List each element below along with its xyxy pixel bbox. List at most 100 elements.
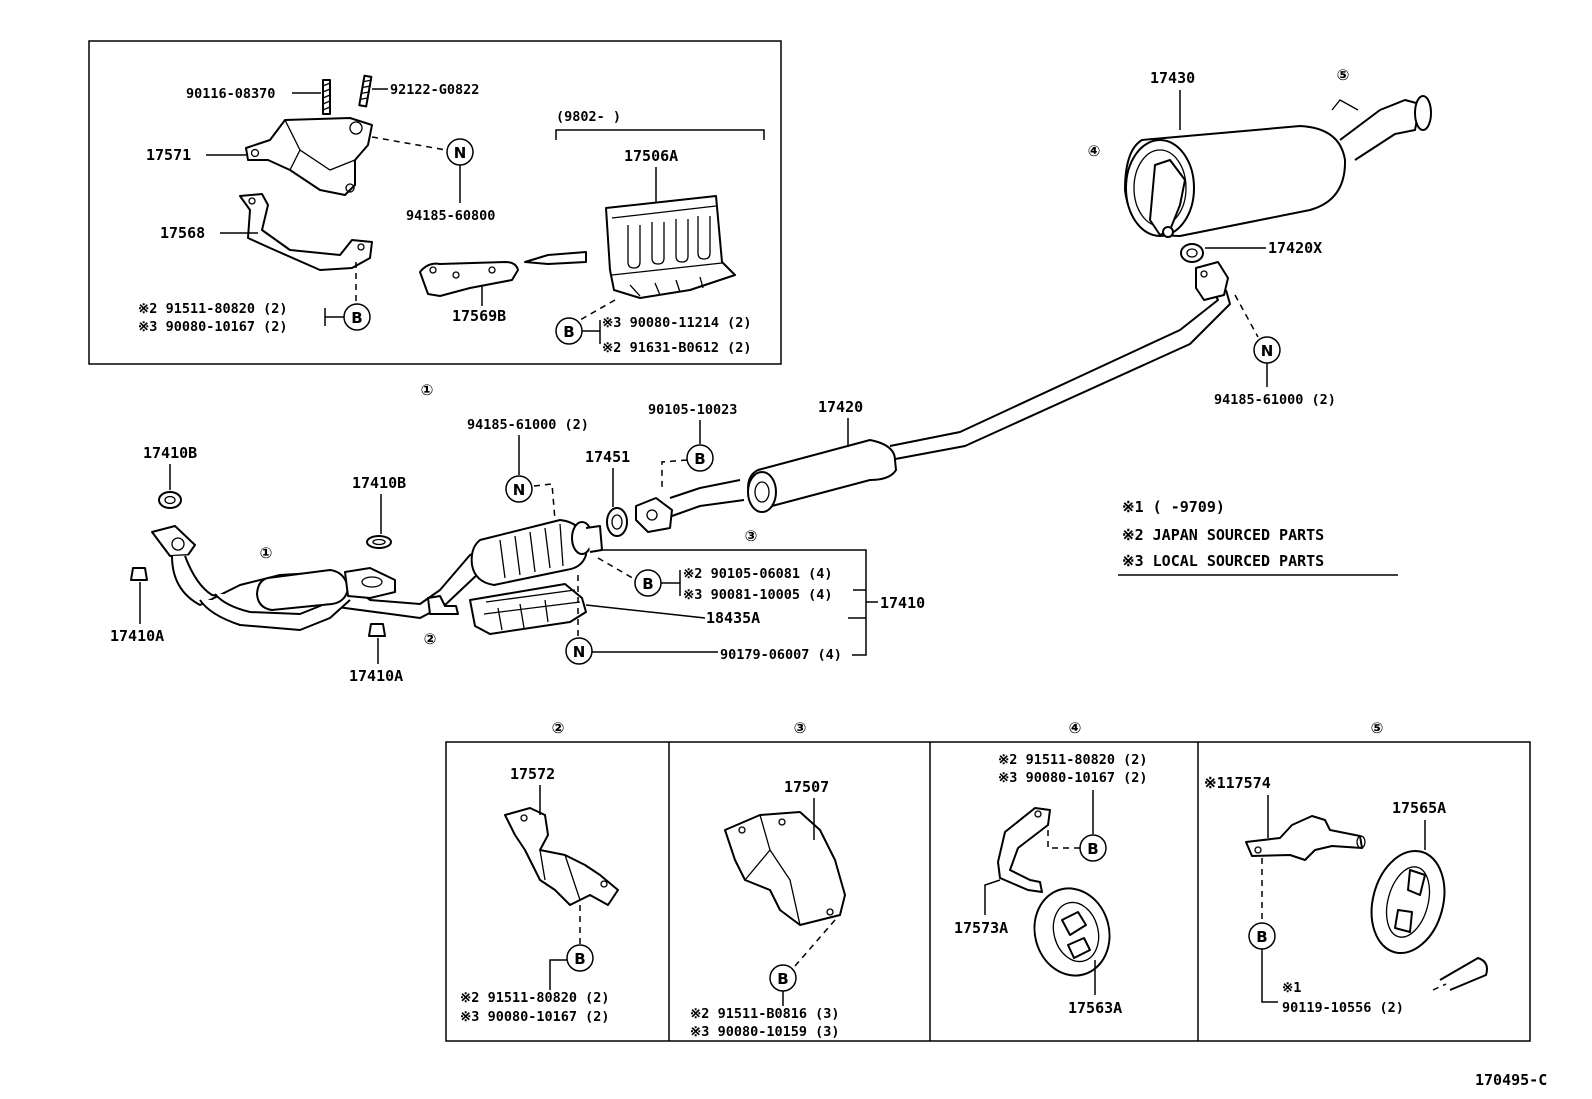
b4-note-1: ※2 91511-80820 (2) — [998, 752, 1147, 768]
diagram-id: 170495-C — [1475, 1071, 1547, 1089]
callout-B-inset-right: B — [555, 317, 583, 345]
legend: ※1 ( -9709) ※2 JAPAN SOURCED PARTS ※3 LO… — [1118, 498, 1398, 576]
hanger-17573A — [997, 807, 1051, 893]
detail-4-header: ④ — [1069, 719, 1082, 737]
callout-5-ref: ⑤ — [1337, 66, 1350, 84]
stud-92122 — [358, 74, 373, 108]
label-17563A: 17563A — [1068, 999, 1122, 1017]
rubber-hanger-17563A — [1033, 887, 1111, 977]
bracket-17569B — [419, 261, 519, 297]
svg-text:B: B — [1256, 928, 1267, 946]
callout-B-detail-2: B — [566, 944, 594, 972]
label-17568: 17568 — [160, 224, 205, 242]
label-17430: 17430 — [1150, 69, 1195, 87]
label-90116: 90116-08370 — [186, 86, 275, 102]
callout-B-detail-5: B — [1248, 922, 1276, 950]
inset-note-1: ※2 91511-80820 (2) — [138, 301, 287, 317]
detail-3-header: ③ — [794, 719, 807, 737]
hanger-17574 — [1245, 815, 1366, 861]
b2-note-1: ※2 91511-80820 (2) — [460, 990, 609, 1006]
b5-note-1: ※1 — [1282, 980, 1301, 996]
gasket-17451 — [606, 507, 628, 537]
label-17572: 17572 — [510, 765, 555, 783]
callout-N-bottom: N — [565, 637, 593, 665]
hanger-bracket-front — [427, 595, 459, 615]
b4-note-2: ※3 90080-10167 (2) — [998, 770, 1147, 786]
label-17420X: 17420X — [1268, 239, 1322, 257]
stud-90116 — [322, 79, 331, 115]
callout-B-detail-4: B — [1079, 834, 1107, 862]
bracket-17571 — [245, 117, 373, 196]
nut-17410A-left — [130, 567, 148, 581]
callout-B-main: B — [634, 569, 662, 597]
b3-note-1: ※2 91511-B0816 (3) — [690, 1006, 839, 1022]
callout-4-ref: ④ — [1088, 142, 1101, 160]
label-94185-60800: 94185-60800 — [406, 208, 495, 224]
b5-note-2: 90119-10556 (2) — [1282, 1000, 1404, 1016]
svg-text:B: B — [574, 950, 585, 968]
main-note-1: ※2 90105-06081 (4) — [683, 566, 832, 582]
label-17410B-right: 17410B — [352, 474, 406, 492]
svg-text:B: B — [642, 575, 653, 593]
svg-text:B: B — [1087, 840, 1098, 858]
b3-note-2: ※3 90080-10159 (3) — [690, 1024, 839, 1040]
label-18435A: 18435A — [706, 609, 760, 627]
tail-muffler-17430 — [1124, 95, 1432, 238]
label-17571: 17571 — [146, 146, 191, 164]
label-92122: 92122-G0822 — [390, 82, 479, 98]
callout-1-inset-ref: ① — [421, 381, 434, 399]
legend-2: ※2 JAPAN SOURCED PARTS — [1122, 526, 1324, 544]
detail-2-header: ② — [552, 719, 565, 737]
callout-N-inset: N — [446, 138, 474, 166]
label-date-range: (9802- ) — [556, 109, 621, 125]
callout-B-inset-left: B — [343, 303, 371, 331]
nut-17410A-right — [368, 623, 386, 637]
label-90105-10023: 90105-10023 — [648, 402, 737, 418]
bracket-17572 — [504, 807, 619, 906]
label-17569B: 17569B — [452, 307, 506, 325]
svg-text:B: B — [351, 309, 362, 327]
label-17573A: 17573A — [954, 919, 1008, 937]
label-17565A: 17565A — [1392, 799, 1446, 817]
svg-text:N: N — [454, 144, 467, 162]
inset-note-4: ※2 91631-B0612 (2) — [602, 340, 751, 356]
callout-N-front: N — [505, 475, 533, 503]
svg-text:B: B — [777, 970, 788, 988]
label-90179-06007: 90179-06007 (4) — [720, 647, 842, 663]
gasket-17410B-left — [158, 491, 182, 509]
svg-text:N: N — [1261, 342, 1274, 360]
inset-note-2: ※3 90080-10167 (2) — [138, 319, 287, 335]
label-17420: 17420 — [818, 398, 863, 416]
main-note-2: ※3 90081-10005 (4) — [683, 587, 832, 603]
bolt-90119 — [1439, 957, 1488, 991]
bracket-17507 — [724, 811, 846, 926]
label-17507: 17507 — [784, 778, 829, 796]
legend-3: ※3 LOCAL SOURCED PARTS — [1122, 552, 1324, 570]
svg-text:N: N — [513, 481, 526, 499]
center-exhaust-pipe-17420 — [635, 261, 1231, 533]
label-17410A-left: 17410A — [110, 627, 164, 645]
heat-insulator-17506A — [605, 195, 736, 299]
gasket-17410B-right — [366, 535, 392, 549]
front-exhaust-pipe-17410 — [151, 519, 603, 631]
detail-5-header: ⑤ — [1371, 719, 1384, 737]
callout-3-ref: ③ — [745, 527, 758, 545]
rubber-hanger-17565A — [1370, 849, 1446, 955]
label-17574: ※117574 — [1204, 774, 1271, 792]
b2-note-2: ※3 90080-10167 (2) — [460, 1009, 609, 1025]
label-94185-61000-front: 94185-61000 (2) — [467, 417, 589, 433]
callout-N-rear: N — [1253, 336, 1281, 364]
detail-boxes-frame — [445, 741, 1531, 1042]
inset-box-heat-insulator — [88, 40, 782, 365]
svg-text:N: N — [573, 643, 586, 661]
label-17410B-left: 17410B — [143, 444, 197, 462]
svg-text:B: B — [563, 323, 574, 341]
arrow-install-direction — [524, 251, 587, 265]
inset-note-3: ※3 90080-11214 (2) — [602, 315, 751, 331]
label-17410A-right: 17410A — [349, 667, 403, 685]
callout-2-ref: ② — [424, 630, 437, 648]
bracket-17568 — [239, 193, 373, 271]
callout-B-detail-3: B — [769, 964, 797, 992]
callout-1-ref: ① — [260, 544, 273, 562]
